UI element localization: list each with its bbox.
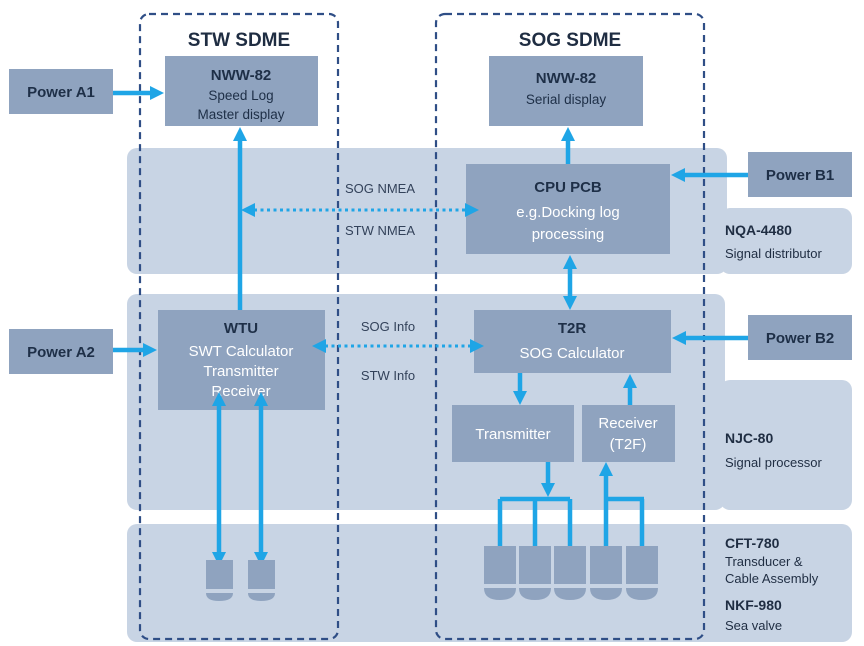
sog-sdme-frame: [434, 12, 706, 641]
power-b2-arrowhead: [672, 331, 686, 345]
t2r-title: T2R: [558, 320, 587, 337]
info-arrowhead-right: [470, 339, 484, 353]
cpu-pcb-line1: e.g.Docking log: [516, 204, 619, 221]
stw-display-title: NWW-82: [211, 67, 272, 84]
njc-80-desc: Signal processor: [725, 455, 822, 470]
t2r-to-transmitter-arrowhead: [513, 391, 527, 405]
sog-transducer-5: [626, 546, 658, 584]
receiver-box: [582, 405, 675, 462]
transmitter-to-bus-arrowhead: [541, 483, 555, 497]
cft-780-desc2: Cable Assembly: [725, 571, 819, 586]
njc-80-model: NJC-80: [725, 430, 773, 446]
sog-transducer-4-tip: [590, 588, 622, 600]
sog-display-box: [489, 56, 643, 126]
stw-display-box: [165, 56, 318, 126]
stw-sdme-frame: [138, 12, 340, 641]
cpu-pcb-line2: processing: [532, 226, 605, 243]
transmitter-box: [452, 405, 574, 462]
cpu-pcb-title: CPU PCB: [534, 179, 602, 196]
power-a1-label: Power A1: [27, 84, 95, 101]
power-a1-arrowhead: [150, 86, 164, 100]
receiver-line1: Receiver: [598, 415, 657, 432]
cft-780-desc1: Transducer &: [725, 554, 803, 569]
nqa-4480-desc: Signal distributor: [725, 246, 822, 261]
sog-sdme-header: SOG SDME: [519, 30, 621, 51]
cpu-pcb-box: [466, 164, 670, 254]
transmitter-label: Transmitter: [475, 426, 550, 443]
power-a2-arrowhead: [143, 343, 157, 357]
sog-display-title: NWW-82: [536, 70, 597, 87]
power-b1-label: Power B1: [766, 167, 834, 184]
t2r-line1: SOG Calculator: [519, 345, 624, 362]
wtu-title: WTU: [224, 320, 258, 337]
nkf-980-desc: Sea valve: [725, 618, 782, 633]
sog-display-line1: Serial display: [526, 92, 607, 107]
stw-display-line2: Master display: [197, 107, 284, 122]
stw-display-line1: Speed Log: [208, 88, 273, 103]
power-a2-label: Power A2: [27, 344, 95, 361]
sog-info-label: SOG Info: [361, 319, 415, 334]
wtu-to-stw-display-arrowhead: [233, 127, 247, 141]
stw-transducer-1: [206, 560, 233, 589]
cpu-t2r-arrowhead-up: [563, 255, 577, 269]
nmea-arrowhead-left: [241, 203, 255, 217]
receive-line-1-arrowhead: [599, 462, 613, 476]
power-a1-box: [9, 69, 113, 114]
t2r-box: [474, 310, 671, 373]
wtu-sensor2-arrowhead-down: [254, 552, 268, 566]
sog-transducer-3-tip: [554, 588, 586, 600]
power-b1-arrowhead: [671, 168, 685, 182]
wtu-sensor1-arrowhead-down: [212, 552, 226, 566]
sog-nmea-label: SOG NMEA: [345, 181, 415, 196]
sog-transducer-1-tip: [484, 588, 516, 600]
njc-80-band-tab: [720, 380, 852, 510]
receiver-to-t2r-arrowhead: [623, 374, 637, 388]
stw-transducer-2: [248, 560, 275, 589]
sog-transducer-2: [519, 546, 551, 584]
stw-transducer-1-tip: [206, 593, 233, 601]
sog-transducer-2-tip: [519, 588, 551, 600]
cpu-t2r-arrowhead-down: [563, 296, 577, 310]
wtu-sensor1-arrowhead-up: [212, 392, 226, 406]
power-b2-box: [748, 315, 852, 360]
wtu-sensor2-arrowhead-up: [254, 392, 268, 406]
sog-transducer-5-tip: [626, 588, 658, 600]
sog-transducer-1: [484, 546, 516, 584]
wtu-line1: SWT Calculator: [189, 343, 294, 360]
wtu-box: [158, 310, 325, 410]
sog-transducer-4: [590, 546, 622, 584]
cpu-to-sog-display-arrowhead: [561, 127, 575, 141]
stw-transducer-2-tip: [248, 593, 275, 601]
nqa-4480-model: NQA-4480: [725, 222, 792, 238]
power-b2-label: Power B2: [766, 330, 834, 347]
wtu-line3: Receiver: [211, 383, 270, 400]
cft-780-model: CFT-780: [725, 535, 780, 551]
stw-nmea-label: STW NMEA: [345, 223, 415, 238]
power-a2-box: [9, 329, 113, 374]
stw-info-label: STW Info: [361, 368, 415, 383]
receiver-line2: (T2F): [610, 436, 647, 453]
nqa-4480-band-tab: [720, 208, 852, 274]
sog-transducer-3: [554, 546, 586, 584]
nmea-arrowhead-right: [465, 203, 479, 217]
wtu-line2: Transmitter: [203, 363, 278, 380]
power-b1-box: [748, 152, 852, 197]
nkf-980-model: NKF-980: [725, 597, 782, 613]
info-arrowhead-left: [312, 339, 326, 353]
stw-sdme-header: STW SDME: [188, 30, 290, 51]
